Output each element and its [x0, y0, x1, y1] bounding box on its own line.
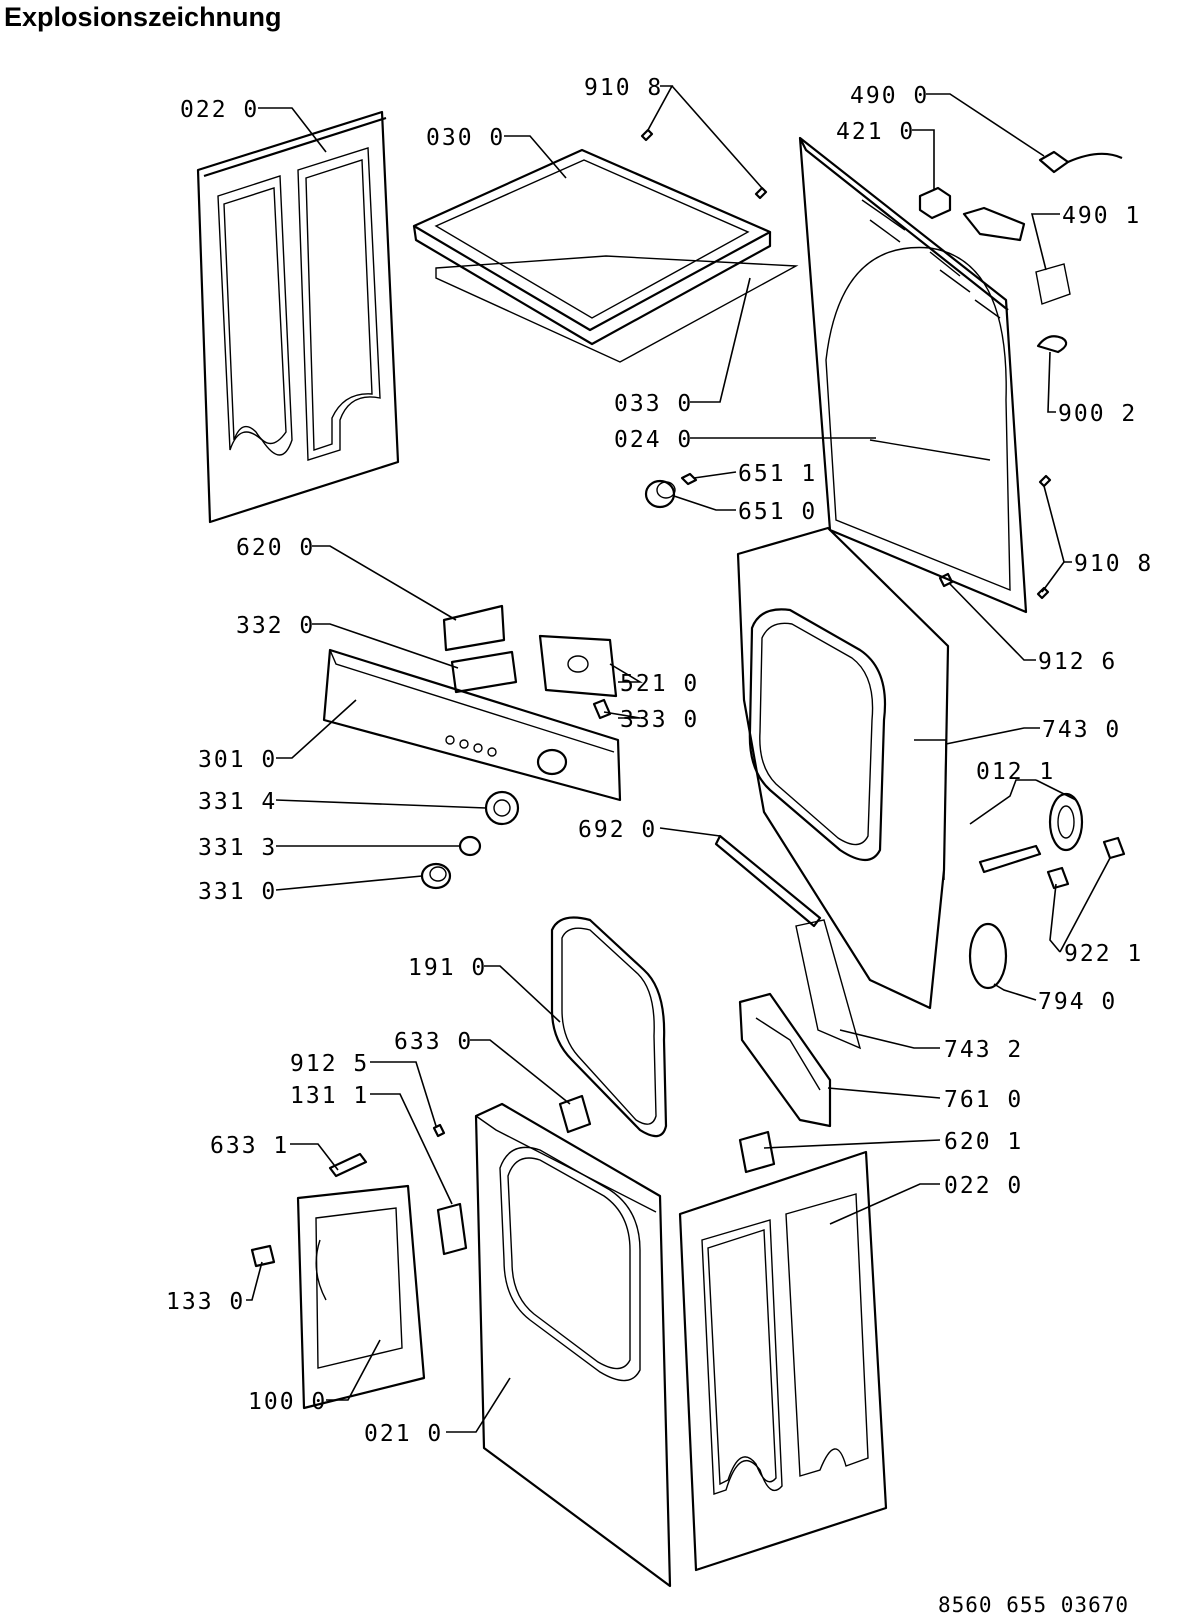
- callout-331-3: 331 3: [198, 835, 277, 861]
- callout-794-0: 794 0: [1038, 989, 1117, 1015]
- callout-012-1: 012 1: [976, 759, 1055, 785]
- side-panel-left: [196, 110, 400, 524]
- clamp-plate: [1035, 263, 1071, 305]
- control-panel: [322, 648, 622, 802]
- callout-100-0: 100 0: [248, 1389, 327, 1415]
- leader-lines: [246, 85, 1111, 1433]
- callout-131-1: 131 1: [290, 1083, 369, 1109]
- callout-022-0-top: 022 0: [180, 97, 259, 123]
- callout-333-0: 333 0: [620, 707, 699, 733]
- callout-692-0: 692 0: [578, 817, 657, 843]
- door-hinge: [558, 1094, 592, 1134]
- callout-761-0: 761 0: [944, 1087, 1023, 1113]
- callout-022-0-bottom: 022 0: [944, 1173, 1023, 1199]
- hinge-pin: [328, 1152, 368, 1178]
- selector-knob-cap: [429, 866, 447, 882]
- front-frame: [736, 526, 950, 1010]
- callout-633-1: 633 1: [210, 1133, 289, 1159]
- knob-ring: [484, 790, 520, 826]
- cable-tie: [1036, 335, 1068, 354]
- sensor-box: [738, 1130, 776, 1174]
- drive-belt: [968, 922, 1008, 990]
- knob-insert: [458, 835, 482, 857]
- screw-right-2: [1036, 586, 1050, 600]
- callout-labels: 022 0 030 0 910 8 490 0 421 0 490 1 900 …: [166, 75, 1153, 1447]
- callout-301-0: 301 0: [198, 747, 277, 773]
- rear-panel: [798, 136, 1028, 614]
- door-seal: [550, 916, 668, 1138]
- callout-332-0: 332 0: [236, 613, 315, 639]
- module-hole: [567, 655, 589, 673]
- callout-743-2: 743 2: [944, 1037, 1023, 1063]
- callout-651-0: 651 0: [738, 499, 817, 525]
- drum-roller-set: [978, 792, 1126, 890]
- callout-030-0: 030 0: [426, 125, 505, 151]
- cover-plate: [435, 255, 799, 363]
- cable-clamp: [962, 206, 1026, 242]
- control-module: [538, 634, 618, 698]
- callout-910-8-top: 910 8: [584, 75, 663, 101]
- document-number: 8560 655 03670: [938, 1593, 1129, 1617]
- callout-912-5: 912 5: [290, 1051, 369, 1077]
- callout-743-0: 743 0: [1042, 717, 1121, 743]
- top-cover: [412, 148, 772, 346]
- door-lock: [436, 1202, 468, 1256]
- loading-door: [296, 1184, 426, 1410]
- frame-plate: [795, 919, 862, 1050]
- strap: [714, 834, 822, 928]
- callout-620-1: 620 1: [944, 1129, 1023, 1155]
- button-set: [450, 650, 518, 694]
- screw-912-6: [938, 572, 954, 588]
- callout-910-8-right: 910 8: [1074, 551, 1153, 577]
- callout-633-0: 633 0: [394, 1029, 473, 1055]
- lint-filter: [738, 992, 832, 1128]
- callout-331-0: 331 0: [198, 879, 277, 905]
- callout-521-0: 521 0: [620, 671, 699, 697]
- knob-ring-inner: [493, 799, 511, 817]
- switch-133-0: [250, 1244, 276, 1268]
- power-cable: [1038, 150, 1123, 174]
- screw-top-1: [640, 128, 654, 142]
- callout-024-0: 024 0: [614, 427, 693, 453]
- clip-333-0: [592, 698, 612, 720]
- page-title: Explosionszeichnung: [4, 2, 282, 32]
- callout-421-0: 421 0: [836, 119, 915, 145]
- callout-133-0: 133 0: [166, 1289, 245, 1315]
- callout-490-0: 490 0: [850, 83, 929, 109]
- callout-021-0: 021 0: [364, 1421, 443, 1447]
- callout-331-4: 331 4: [198, 789, 277, 815]
- callout-191-0: 191 0: [408, 955, 487, 981]
- front-panel: [474, 1102, 672, 1588]
- selector-knob-small: [644, 472, 698, 509]
- callout-033-0: 033 0: [614, 391, 693, 417]
- callout-490-1: 490 1: [1062, 203, 1141, 229]
- screw-912-5: [432, 1123, 446, 1138]
- callout-912-6: 912 6: [1038, 649, 1117, 675]
- side-panel-right: [678, 1150, 888, 1572]
- screw-right-1: [1038, 474, 1052, 488]
- filter-box: [918, 186, 952, 220]
- screw-top-2: [754, 186, 768, 200]
- callout-922-1: 922 1: [1064, 941, 1143, 967]
- callout-900-2: 900 2: [1058, 401, 1137, 427]
- callout-620-0: 620 0: [236, 535, 315, 561]
- callout-651-1: 651 1: [738, 461, 817, 487]
- display-board: [442, 604, 506, 652]
